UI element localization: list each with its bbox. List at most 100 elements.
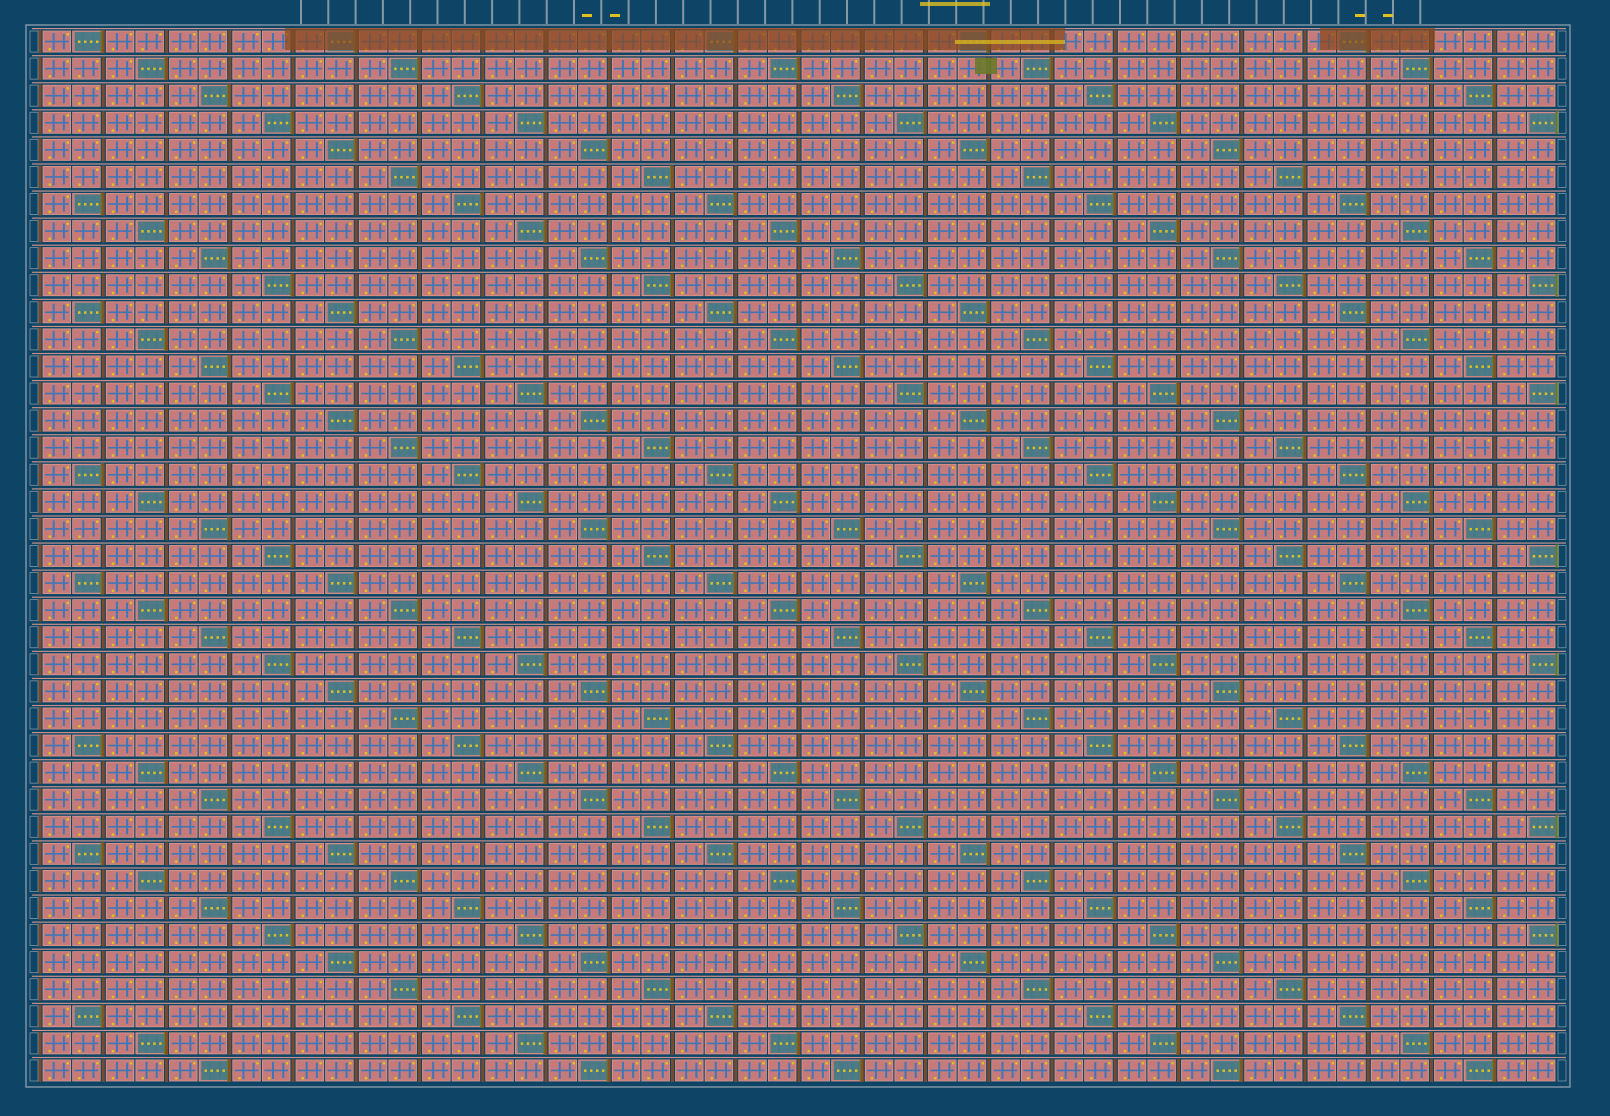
filler-cell	[770, 59, 798, 79]
metal1-jumper	[115, 87, 118, 105]
metal1-jumper	[155, 115, 158, 131]
metal1-jumper	[685, 357, 688, 375]
metal1-jumper	[1011, 250, 1014, 266]
std-cell	[924, 84, 987, 108]
via	[394, 175, 397, 179]
via	[1250, 345, 1253, 349]
metal1-track	[551, 67, 575, 70]
metal1-track	[867, 257, 891, 259]
metal2-strap	[544, 382, 548, 406]
metal1-jumper	[345, 196, 348, 212]
metal1-jumper	[811, 168, 814, 186]
metal1-jumper	[821, 277, 824, 293]
via	[129, 330, 133, 334]
std-cell	[165, 246, 231, 270]
metal1-jumper	[661, 358, 664, 374]
metal1-jumper	[788, 304, 791, 320]
metal1-track	[960, 67, 984, 70]
via	[951, 114, 955, 117]
via	[1313, 318, 1317, 322]
via	[1123, 129, 1127, 132]
via	[1268, 33, 1271, 36]
metal1-jumper	[758, 142, 761, 158]
metal1-jumper	[345, 88, 348, 104]
via	[918, 87, 921, 90]
via	[1550, 33, 1554, 36]
std-cell	[101, 327, 168, 351]
via	[918, 168, 921, 171]
metal2-strap	[1493, 165, 1497, 189]
metal1-track	[960, 230, 984, 232]
std-cell	[354, 138, 417, 162]
metal1-jumper	[695, 142, 698, 158]
metal1-track	[580, 121, 605, 124]
metal1-jumper	[1064, 357, 1067, 375]
std-cell	[1050, 219, 1113, 243]
metal1-jumper	[1444, 141, 1447, 159]
metal1-jumper	[725, 277, 728, 293]
via	[870, 183, 874, 186]
via	[336, 148, 340, 152]
metal2-strap	[418, 165, 421, 189]
via	[382, 222, 386, 226]
metal1-track	[517, 284, 541, 287]
metal1-track	[1499, 311, 1524, 314]
metal1-jumper	[811, 249, 814, 267]
metal1-jumper	[948, 223, 951, 239]
metal1-track	[361, 149, 385, 151]
metal2-strap	[1366, 57, 1370, 81]
metal1-jumper	[408, 304, 411, 320]
metal1-track	[804, 67, 828, 70]
via	[520, 373, 524, 376]
metal1-track	[234, 203, 259, 205]
metal2-strap	[1493, 138, 1497, 162]
metal1-track	[390, 257, 415, 259]
metal1-track	[930, 149, 955, 151]
metal1-track	[108, 67, 132, 70]
metal1-track	[171, 176, 196, 178]
metal2-strap	[165, 246, 168, 270]
std-cell	[734, 246, 797, 270]
std-cell	[1493, 111, 1559, 135]
via	[665, 141, 668, 144]
via	[256, 33, 259, 36]
metal1-track	[930, 230, 955, 232]
std-cell	[1366, 57, 1433, 81]
std-cell	[671, 300, 737, 324]
via	[1216, 291, 1220, 295]
via	[1187, 102, 1190, 105]
via	[698, 60, 702, 63]
metal1-track	[960, 284, 984, 287]
via	[222, 33, 226, 36]
via	[364, 237, 368, 241]
via	[1204, 222, 1208, 226]
via	[1171, 121, 1174, 125]
via	[710, 102, 714, 105]
via	[698, 249, 702, 253]
metal1-jumper	[505, 169, 508, 185]
metal1-jumper	[1157, 33, 1160, 51]
via	[1187, 291, 1190, 295]
metal2-strap	[1430, 165, 1433, 189]
via	[192, 357, 196, 361]
metal1-track	[487, 94, 512, 97]
via	[538, 60, 542, 63]
via	[1440, 129, 1443, 132]
metal1-jumper	[1031, 276, 1034, 294]
via	[1532, 373, 1536, 376]
metal1-jumper	[598, 277, 601, 293]
filler-cell	[1150, 221, 1177, 241]
metal1-jumper	[179, 195, 182, 213]
io-pin	[955, 0, 958, 24]
metal1-track	[390, 203, 415, 205]
via	[319, 222, 322, 226]
std-cell	[1177, 327, 1240, 351]
metal1-track	[517, 311, 541, 314]
via	[888, 222, 892, 226]
std-cell	[987, 138, 1050, 162]
metal1-jumper	[1220, 195, 1223, 213]
metal1-jumper	[315, 142, 318, 158]
metal1-jumper	[1420, 277, 1423, 293]
metal1-track	[1149, 284, 1174, 287]
